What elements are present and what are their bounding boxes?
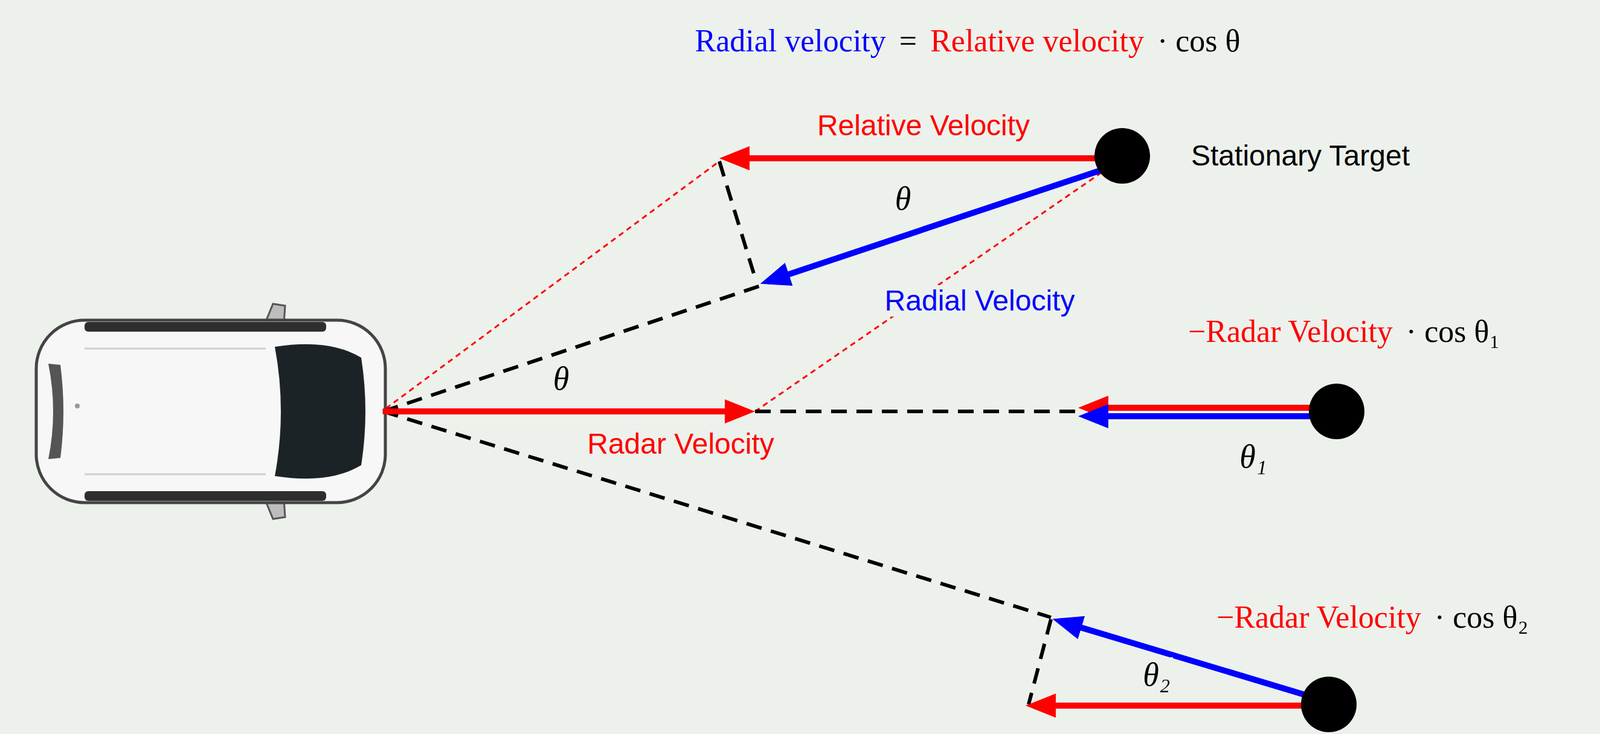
formula-row: Radial velocity=Relative velocity· cos θ: [692, 23, 1244, 58]
formula-term: Relative velocity: [927, 23, 1147, 58]
label-holder: θ₁: [1236, 439, 1270, 475]
construction-lines: [382, 158, 1123, 705]
label-holder: θ₂: [1140, 657, 1173, 693]
vector-label: Radar Velocity: [584, 428, 777, 461]
formula-sign: =: [896, 23, 920, 58]
formula-term: · cos θ: [1154, 23, 1244, 58]
angle-label: θ: [550, 361, 572, 397]
formula-row: −Radar Velocity· cos θ₁: [1185, 314, 1503, 349]
formula-term: · cos θ₂: [1432, 599, 1532, 635]
angle-label: θ₂: [1140, 657, 1173, 693]
target-dots: [1301, 383, 1365, 733]
label-holder: Radial Velocity: [882, 285, 1078, 318]
vector-label: Radial Velocity: [882, 285, 1078, 318]
formula-term: · cos θ₁: [1403, 314, 1503, 349]
target-node: Stationary Target: [1094, 128, 1413, 184]
formula-term: −Radar Velocity: [1214, 599, 1424, 635]
label-holder: Relative Velocity: [814, 109, 1033, 142]
target-circle: [1094, 128, 1151, 184]
target-dot: [1094, 128, 1151, 184]
label-holder: θ: [892, 181, 914, 217]
angle-label: θ₁: [1236, 439, 1270, 475]
car-illustration: [36, 303, 386, 519]
velocity-arrows: [382, 158, 1337, 706]
formula-term: −Radar Velocity: [1185, 314, 1396, 349]
label-holder: θ: [550, 361, 572, 397]
vector-label: Relative Velocity: [814, 109, 1033, 142]
target-label: Stationary Target: [1188, 140, 1413, 173]
formula-term: Radial velocity: [692, 23, 889, 58]
formula-row: −Radar Velocity· cos θ₂: [1214, 599, 1532, 635]
angle-label: θ: [892, 181, 914, 217]
label-holder: Radar Velocity: [584, 428, 777, 461]
